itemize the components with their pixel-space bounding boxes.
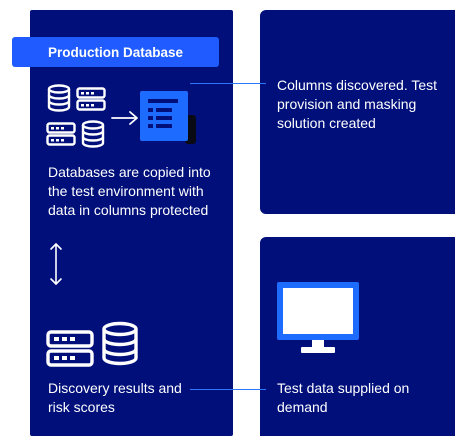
discovery-results-text: Discovery results and risk scores <box>48 380 182 415</box>
arrow-right-icon <box>111 111 138 125</box>
database-copy-description: Databases are copied into the test envir… <box>48 164 211 218</box>
server-icon <box>46 330 94 367</box>
production-database-badge: Production Database <box>12 37 219 67</box>
columns-discovered-text: Columns discovered. Test provision and m… <box>277 77 438 131</box>
vertical-double-arrow-icon <box>50 243 62 285</box>
right-top-panel <box>260 10 455 214</box>
monitor-icon <box>277 282 359 353</box>
database-icon <box>102 321 138 366</box>
server-icon <box>46 122 76 146</box>
connector-line-top <box>190 83 266 84</box>
database-icon <box>47 84 71 112</box>
server-icon <box>76 87 106 111</box>
left-panel <box>30 10 233 436</box>
document-table-icon <box>140 91 196 144</box>
database-icon <box>81 120 105 148</box>
test-data-supplied-text: Test data supplied on demand <box>277 380 410 415</box>
connector-line-bottom <box>190 389 266 390</box>
